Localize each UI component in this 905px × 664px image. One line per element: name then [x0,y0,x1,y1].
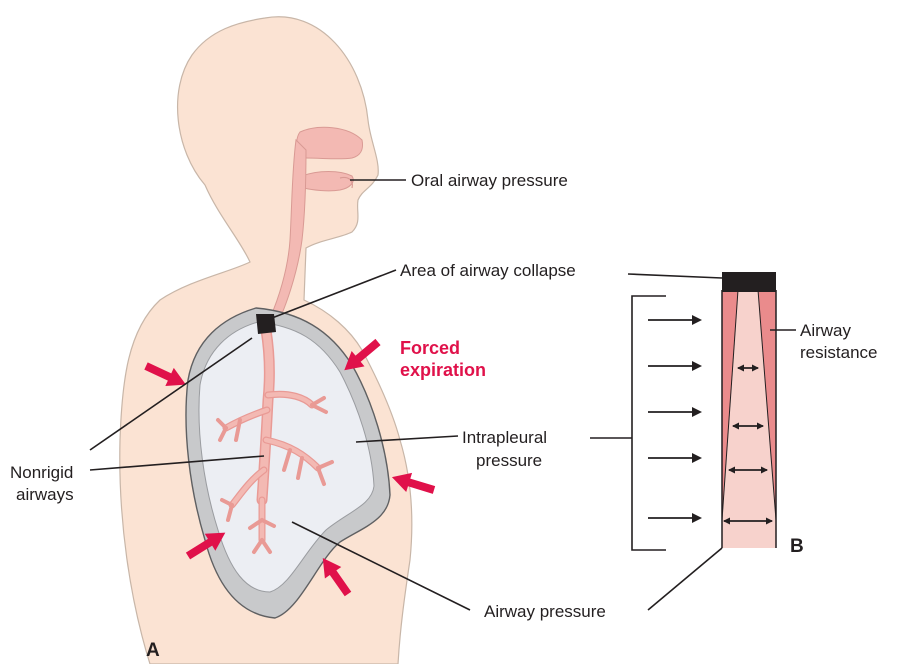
tube-collapse-cap [722,272,776,292]
airway-tube [722,272,776,548]
label-intrapleural-2: pressure [476,451,542,470]
pressure-arrows [648,320,700,518]
label-oral-airway-pressure: Oral airway pressure [411,171,568,190]
label-intrapleural-1: Intrapleural [462,428,547,447]
label-airway-resistance-2: resistance [800,343,877,362]
label-area-of-airway-collapse: Area of airway collapse [400,261,576,280]
label-forced-expiration-2: expiration [400,360,486,380]
panel-letter-b: B [790,536,804,557]
panel-letter-a: A [146,640,160,661]
label-airway-resistance-1: Airway [800,321,852,340]
pressure-bracket [590,296,666,550]
label-airway-pressure: Airway pressure [484,602,606,621]
label-nonrigid-2: airways [16,485,74,504]
label-forced-expiration-1: Forced [400,338,460,358]
label-nonrigid-1: Nonrigid [10,463,73,482]
